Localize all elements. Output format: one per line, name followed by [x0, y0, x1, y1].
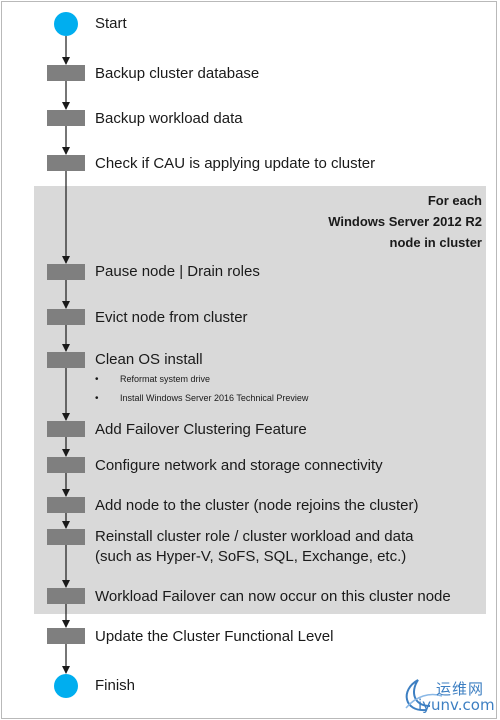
- step-box-backup-cluster-database: [47, 65, 85, 81]
- watermark-text-cn: 运维网: [436, 680, 485, 698]
- step-box-pause-node: [47, 264, 85, 280]
- bullet-reformat-system-drive: Reformat system drive: [95, 373, 210, 386]
- step-box-add-node-to-cluster: [47, 497, 85, 513]
- step-label-configure-network-storage: Configure network and storage connectivi…: [95, 457, 383, 474]
- step-label-evict-node: Evict node from cluster: [95, 309, 248, 326]
- step-label-workload-failover: Workload Failover can now occur on this …: [95, 588, 451, 605]
- loop-title-line: node in cluster: [389, 235, 482, 250]
- watermark-text-en: iyunv.com: [418, 696, 495, 714]
- step-label-check-cau: Check if CAU is applying update to clust…: [95, 155, 376, 172]
- loop-title-line: For each: [427, 193, 482, 208]
- step-box-evict-node: [47, 309, 85, 325]
- step-box-clean-os-install: [47, 352, 85, 368]
- finish-label: Finish: [95, 677, 136, 694]
- bullet-install-windows-server-2016: Install Windows Server 2016 Technical Pr…: [95, 392, 308, 405]
- step-box-configure-network-storage: [47, 457, 85, 473]
- loop-title-line: Windows Server 2012 R2: [328, 214, 482, 229]
- loop-panel-title: For each Windows Server 2012 R2 node in …: [262, 190, 482, 253]
- step-box-check-cau: [47, 155, 85, 171]
- step-box-update-functional-level: [47, 628, 85, 644]
- step-label-update-functional-level: Update the Cluster Functional Level: [95, 628, 334, 645]
- watermark-logo-icon: [405, 679, 443, 712]
- step-label-reinstall-cluster-role: Reinstall cluster role / cluster workloa…: [95, 528, 414, 545]
- step-box-add-failover-clustering: [47, 421, 85, 437]
- step-box-backup-workload-data: [47, 110, 85, 126]
- step-label-backup-workload-data: Backup workload data: [95, 110, 243, 127]
- start-node: [54, 12, 78, 36]
- start-label: Start: [95, 15, 127, 32]
- step-label-backup-cluster-database: Backup cluster database: [95, 65, 260, 82]
- finish-node: [54, 674, 78, 698]
- step-label-add-node-to-cluster: Add node to the cluster (node rejoins th…: [95, 497, 419, 514]
- step-label-reinstall-examples: (such as Hyper-V, SoFS, SQL, Exchange, e…: [95, 548, 407, 565]
- step-label-clean-os-install: Clean OS install: [95, 351, 203, 368]
- step-label-pause-node: Pause node | Drain roles: [95, 263, 260, 280]
- step-label-add-failover-clustering: Add Failover Clustering Feature: [95, 421, 307, 438]
- flow-nodes: [47, 12, 85, 698]
- step-box-workload-failover: [47, 588, 85, 604]
- step-box-reinstall-cluster-role: [47, 529, 85, 545]
